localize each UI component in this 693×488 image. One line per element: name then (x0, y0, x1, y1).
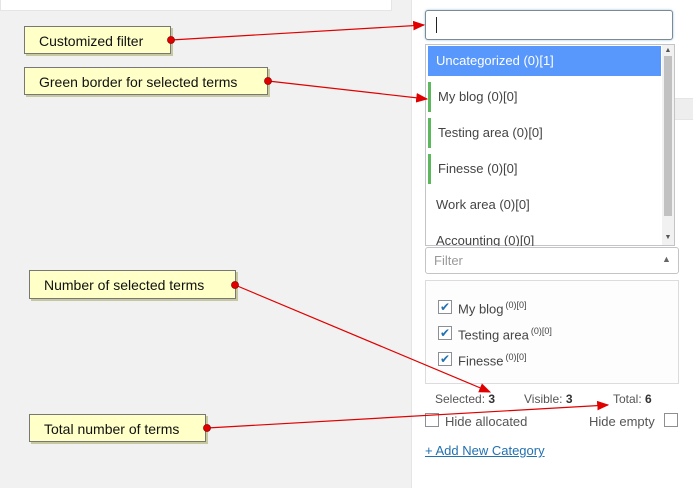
text-cursor (436, 17, 437, 33)
checkbox-checked-icon[interactable]: ✔ (438, 352, 452, 366)
dropdown-item-testing-area[interactable]: Testing area (0)[0] (428, 118, 661, 148)
dropdown-item-uncategorized[interactable]: Uncategorized (0)[1] (428, 46, 661, 76)
selected-label: Selected: (435, 392, 486, 406)
arrow-customized-filter (170, 20, 426, 41)
hide-empty-label: Hide empty (589, 414, 655, 429)
selected-value: 3 (488, 392, 496, 406)
arrow-origin-dot (231, 281, 239, 289)
selected-count: Selected: 3 (435, 392, 495, 406)
arrow-origin-dot (203, 424, 211, 432)
term-label: My blog (458, 301, 504, 317)
dropdown-item-my-blog[interactable]: My blog (0)[0] (428, 82, 661, 112)
dropdown-list: Uncategorized (0)[1] My blog (0)[0] Test… (425, 44, 675, 246)
total-value: 6 (645, 392, 652, 406)
arrow-origin-dot (167, 36, 175, 44)
checkbox-checked-icon[interactable]: ✔ (438, 326, 452, 340)
arrow-green-border (267, 80, 429, 103)
search-input[interactable] (425, 10, 673, 40)
filter-select[interactable] (425, 247, 679, 274)
top-panel (0, 0, 392, 11)
add-new-category-link[interactable]: + Add New Category (425, 443, 545, 458)
callout-green-border: Green border for selected terms (24, 67, 268, 95)
term-count: (0)[0] (505, 300, 527, 310)
selected-terms-list (425, 280, 679, 384)
term-label: Testing area (458, 327, 529, 343)
term-count: (0)[0] (530, 326, 552, 336)
total-count: Total: 6 (613, 392, 652, 406)
visible-count: Visible: 3 (524, 392, 573, 406)
term-label: Finesse (458, 353, 504, 369)
hide-allocated-checkbox[interactable] (425, 413, 439, 427)
hide-allocated-label: Hide allocated (445, 414, 528, 429)
total-label: Total: (613, 392, 642, 406)
dropdown-item-work-area[interactable]: Work area (0)[0] (436, 197, 530, 212)
visible-label: Visible: (524, 392, 563, 406)
callout-total-number: Total number of terms (29, 414, 206, 442)
term-count: (0)[0] (505, 352, 527, 362)
callout-number-selected: Number of selected terms (29, 270, 236, 299)
arrow-number-selected (234, 284, 492, 393)
hide-empty-checkbox[interactable] (664, 413, 678, 427)
arrow-total-number (206, 400, 610, 429)
filter-placeholder: Filter (434, 253, 463, 268)
visible-value: 3 (565, 392, 573, 406)
callout-customized-filter: Customized filter (24, 26, 171, 54)
scroll-up-icon[interactable]: ▲ (664, 47, 672, 54)
chevron-up-icon[interactable]: ▲ (662, 254, 671, 264)
checkbox-checked-icon[interactable]: ✔ (438, 300, 452, 314)
dropdown-item-accounting[interactable]: Accounting (0)[0] (436, 233, 535, 246)
terms-dropdown (425, 44, 675, 246)
dropdown-item-finesse[interactable]: Finesse (0)[0] (428, 154, 661, 184)
arrow-origin-dot (264, 77, 272, 85)
scroll-down-icon[interactable]: ▼ (664, 234, 672, 241)
scrollbar-thumb[interactable] (664, 56, 672, 216)
